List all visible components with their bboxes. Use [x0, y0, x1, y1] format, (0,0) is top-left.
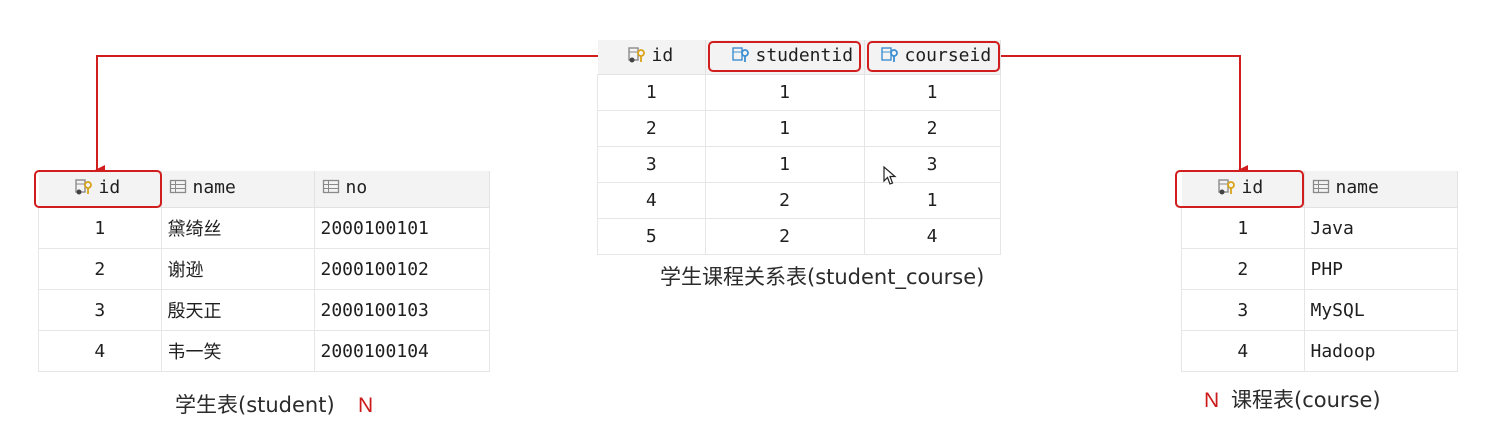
cell-no: 2000100104 [313, 330, 490, 372]
cell-id: 3 [38, 289, 162, 331]
table-row: 2 1 2 [597, 110, 1001, 147]
column-header-courseid[interactable]: courseid [864, 40, 1001, 75]
primary-key-icon [627, 46, 646, 64]
cell-id: 3 [1181, 289, 1305, 331]
cell-name: 谢逊 [160, 248, 315, 290]
cell-studentid: 2 [704, 182, 865, 219]
cell-courseid: 2 [863, 110, 1001, 147]
cell-name: 韦一笑 [160, 330, 315, 372]
table-row: 1 黛绮丝 2000100101 [38, 207, 490, 249]
cell-name: MySQL [1303, 289, 1458, 331]
cell-id: 5 [597, 218, 706, 255]
cell-name: 殷天正 [160, 289, 315, 331]
table-header-row: id name [1181, 171, 1458, 208]
course-multiplicity: N [1204, 389, 1220, 412]
cell-id: 3 [597, 146, 706, 183]
primary-key-icon [1217, 178, 1236, 196]
student-multiplicity: N [358, 394, 374, 417]
cell-name: Hadoop [1303, 330, 1458, 372]
table-row: 2 谢逊 2000100102 [38, 248, 490, 290]
table-header-row: id studentid courseid [597, 40, 1001, 75]
cell-courseid: 1 [863, 74, 1001, 111]
table-row: 5 2 4 [597, 218, 1001, 255]
cell-studentid: 2 [704, 218, 865, 255]
cell-id: 1 [38, 207, 162, 249]
student-course-table: id studentid courseid [597, 40, 1001, 255]
student-table: id name no [38, 171, 490, 372]
cell-id: 1 [1181, 207, 1305, 249]
foreign-key-icon [731, 46, 750, 64]
student-table-caption: 学生表(student) [175, 393, 335, 417]
cell-id: 2 [1181, 248, 1305, 290]
column-header-label: studentid [755, 44, 854, 66]
course-table-caption: 课程表(course) [1231, 388, 1381, 412]
cell-id: 2 [38, 248, 162, 290]
column-header-studentid[interactable]: studentid [705, 40, 865, 75]
column-header-no[interactable]: no [314, 171, 490, 208]
table-header-row: id name no [38, 171, 490, 208]
cell-no: 2000100103 [313, 289, 490, 331]
cell-id: 1 [597, 74, 706, 111]
cell-courseid: 4 [863, 218, 1001, 255]
column-icon [1312, 178, 1330, 196]
cell-name: PHP [1303, 248, 1458, 290]
column-icon [322, 178, 340, 196]
table-row: 4 韦一笑 2000100104 [38, 330, 490, 372]
cell-id: 4 [1181, 330, 1305, 372]
column-header-label: name [1335, 176, 1379, 198]
foreign-key-icon [880, 46, 899, 64]
column-header-label: name [192, 176, 236, 198]
column-icon [169, 178, 187, 196]
table-row: 3 殷天正 2000100103 [38, 289, 490, 331]
column-header-name[interactable]: name [1304, 171, 1458, 208]
table-row: 1 1 1 [597, 74, 1001, 111]
primary-key-icon [74, 178, 93, 196]
cell-no: 2000100102 [313, 248, 490, 290]
cell-id: 2 [597, 110, 706, 147]
table-row: 1 Java [1181, 207, 1458, 249]
student-course-table-caption: 学生课程关系表(student_course) [660, 265, 985, 289]
cell-name: Java [1303, 207, 1458, 249]
column-header-label: id [651, 44, 674, 66]
table-row: 4 2 1 [597, 182, 1001, 219]
column-header-id[interactable]: id [38, 171, 162, 208]
cell-studentid: 1 [704, 74, 865, 111]
table-row: 3 MySQL [1181, 289, 1458, 331]
table-row: 2 PHP [1181, 248, 1458, 290]
column-header-label: no [345, 176, 368, 198]
course-table: id name 1 Java 2 PHP 3 MySQL [1181, 171, 1458, 372]
column-header-id[interactable]: id [597, 40, 706, 75]
table-row: 4 Hadoop [1181, 330, 1458, 372]
cell-studentid: 1 [704, 110, 865, 147]
column-header-label: id [98, 176, 121, 198]
mouse-cursor-icon [883, 165, 897, 190]
courseid-to-course-id-arrow [999, 55, 1248, 175]
cell-id: 4 [597, 182, 706, 219]
table-row: 3 1 3 [597, 146, 1001, 183]
cell-no: 2000100101 [313, 207, 490, 249]
studentid-to-student-id-arrow [95, 55, 709, 175]
cell-name: 黛绮丝 [160, 207, 315, 249]
column-header-id[interactable]: id [1181, 171, 1305, 208]
cell-studentid: 1 [704, 146, 865, 183]
column-header-label: courseid [904, 44, 992, 66]
column-header-label: id [1241, 176, 1264, 198]
column-header-name[interactable]: name [161, 171, 315, 208]
cell-id: 4 [38, 330, 162, 372]
